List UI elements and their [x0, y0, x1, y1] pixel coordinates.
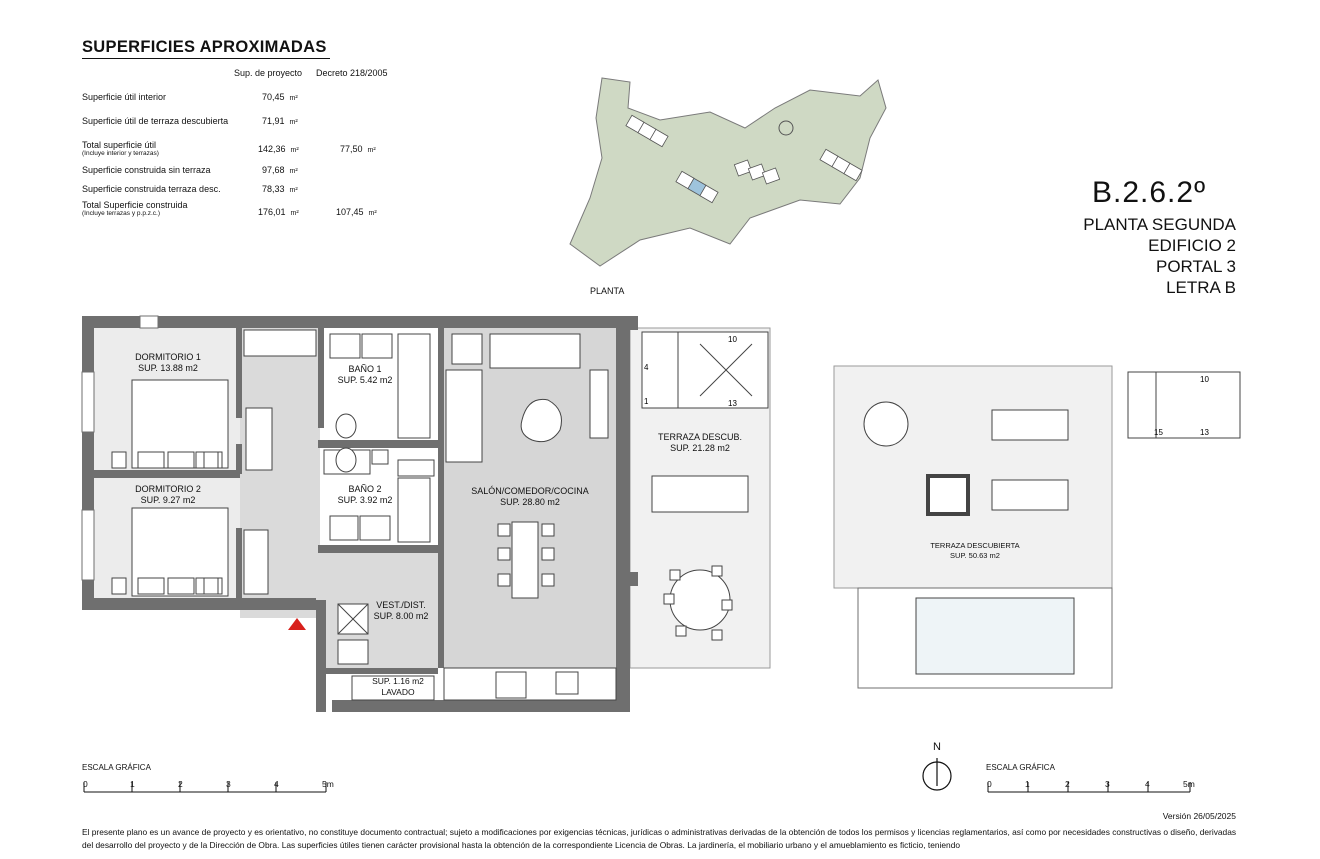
bath-2-fixtures — [323, 447, 435, 543]
area-row-decree: 77,50 m² — [340, 144, 376, 154]
title-underline — [82, 58, 330, 59]
scale-label-right: ESCALA GRÁFICA — [986, 763, 1055, 772]
upper-stairs — [1127, 371, 1241, 439]
bed — [111, 507, 229, 597]
scale-tick: 0 — [987, 779, 992, 789]
scale-tick: 0 — [83, 779, 88, 789]
scale-tick: 5m — [322, 779, 334, 789]
area-row-project: 97,68 m² — [262, 165, 298, 175]
version-label: Versión 26/05/2025 — [1162, 811, 1236, 821]
scale-tick: 2 — [178, 779, 183, 789]
scale-tick: 2 — [1065, 779, 1070, 789]
bed — [111, 379, 229, 469]
area-row-label: Superficie útil interior — [82, 92, 167, 102]
wardrobe — [245, 407, 273, 471]
scale-tick: 5m — [1183, 779, 1195, 789]
scale-tick: 1 — [1025, 779, 1030, 789]
terrace-furniture — [651, 475, 749, 641]
stair-number: 13 — [728, 399, 737, 408]
site-roundabout — [778, 120, 794, 136]
salon-furniture — [445, 333, 609, 599]
unit-floor: PLANTA SEGUNDA — [1083, 215, 1236, 234]
building-block — [675, 170, 719, 204]
disclaimer-text: El presente plano es un avance de proyec… — [82, 827, 1237, 850]
col-header-decree: Decreto 218/2005 — [316, 68, 388, 78]
laundry-fixtures — [337, 603, 435, 701]
area-row-label: Total superficie útil(Incluye interior y… — [82, 140, 159, 157]
unit-portal: PORTAL 3 — [1156, 257, 1236, 276]
area-row-label: Superficie construida terraza desc. — [82, 184, 221, 194]
entrance-marker — [288, 618, 306, 630]
wardrobe — [243, 529, 269, 595]
stair-number: 10 — [1200, 375, 1209, 384]
scale-bar-right — [987, 782, 1191, 793]
area-row-project: 71,91 m² — [262, 116, 298, 126]
room-label-terraza: TERRAZA DESCUB.SUP. 21.28 m2 — [657, 432, 742, 453]
scale-tick: 1 — [130, 779, 135, 789]
pool-edge — [857, 587, 1113, 689]
column — [626, 572, 638, 586]
areas-title: SUPERFICIES APROXIMADAS — [82, 38, 327, 56]
stair-number: 4 — [644, 363, 649, 372]
unit-building: EDIFICIO 2 — [1148, 236, 1236, 255]
area-row-project: 78,33 m² — [262, 184, 298, 194]
room-label-vestibulo: VEST./DIST.SUP. 8.00 m2 — [373, 600, 429, 621]
stair-number: 10 — [728, 335, 737, 344]
site-key-plan — [569, 77, 887, 267]
north-label: N — [933, 741, 941, 753]
scale-bar-left — [83, 782, 327, 793]
plan-title: PLANTA — [590, 286, 625, 296]
area-row-label: Superficie útil de terraza descubierta — [82, 116, 229, 126]
scale-tick: 4 — [274, 779, 279, 789]
wardrobe — [243, 329, 317, 357]
stair-number: 15 — [1154, 428, 1163, 437]
scale-tick: 3 — [1105, 779, 1110, 789]
interior-walls — [94, 328, 438, 674]
building-block — [819, 148, 863, 182]
pool — [915, 597, 1075, 675]
area-row-project: 142,36 m² — [258, 144, 299, 154]
bath-1-fixtures — [329, 333, 431, 439]
scale-label-left: ESCALA GRÁFICA — [82, 763, 151, 772]
scale-tick: 4 — [1145, 779, 1150, 789]
area-row-decree: 107,45 m² — [336, 207, 377, 217]
unit-code: B.2.6.2º — [1092, 176, 1207, 209]
stair-number: 13 — [1200, 428, 1209, 437]
kitchen-counter — [443, 667, 617, 701]
building-block — [733, 159, 781, 185]
scale-tick: 3 — [226, 779, 231, 789]
north-arrow-icon — [922, 758, 952, 791]
area-row-project: 176,01 m² — [258, 207, 299, 217]
unit-letter: LETRA B — [1166, 278, 1236, 297]
column — [626, 316, 638, 330]
area-row-project: 70,45 m² — [262, 92, 298, 102]
terrace-large-furniture — [863, 401, 1069, 516]
windows — [81, 315, 159, 581]
col-header-project: Sup. de proyecto — [234, 68, 303, 78]
area-row-label: Superficie construida sin terraza — [82, 165, 211, 175]
terrace-stairs — [641, 331, 769, 409]
building-block — [625, 114, 669, 148]
area-row-label: Total Superficie construida(Incluye terr… — [82, 200, 188, 217]
stair-number: 1 — [644, 397, 649, 406]
